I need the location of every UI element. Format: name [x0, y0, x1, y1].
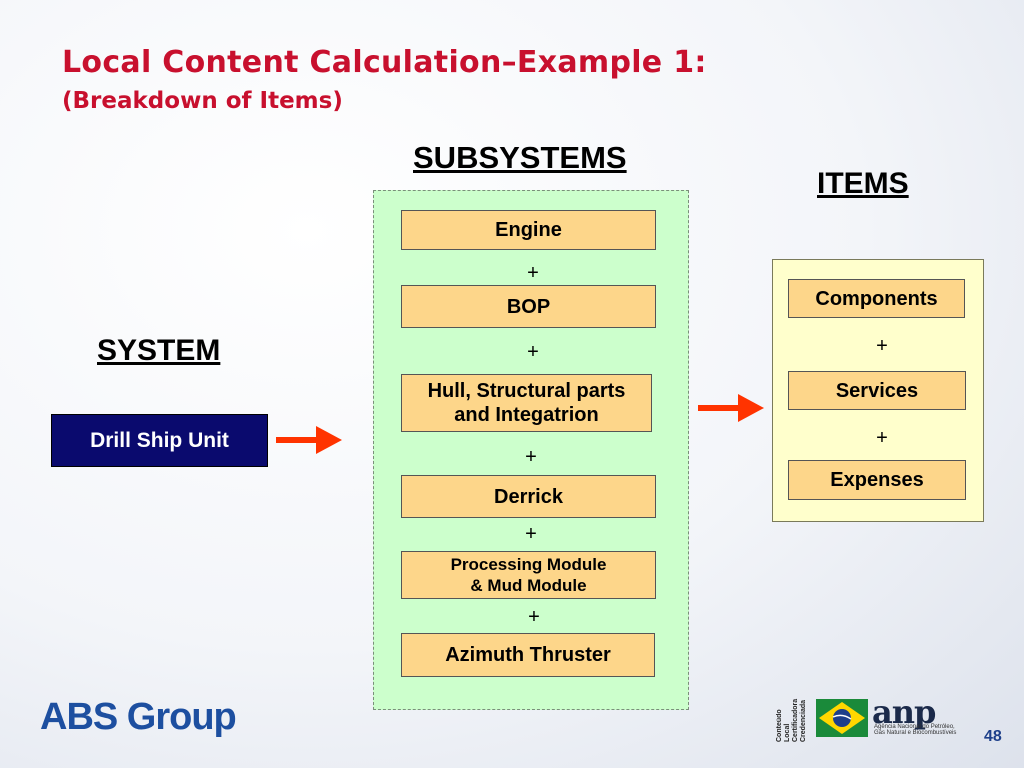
plus-sign: + — [527, 262, 539, 284]
plus-sign: + — [528, 606, 540, 628]
system-heading: SYSTEM — [97, 334, 221, 367]
subsystems-panel — [373, 190, 689, 710]
page-number: 48 — [984, 728, 1002, 745]
plus-sign: + — [876, 427, 888, 449]
item-expenses: Expenses — [788, 460, 966, 500]
system-box-drill-ship-unit: Drill Ship Unit — [51, 414, 268, 467]
arrow-right-icon — [698, 394, 764, 422]
plus-sign: + — [876, 335, 888, 357]
plus-sign: + — [525, 446, 537, 468]
subsystem-derrick: Derrick — [401, 475, 656, 518]
subsystem-processing-module: Processing Module & Mud Module — [401, 551, 656, 599]
plus-sign: + — [527, 341, 539, 363]
subsystem-engine: Engine — [401, 210, 656, 250]
anp-logo-text: Agência Nacional do Petróleo, Gás Natura… — [874, 724, 957, 736]
items-heading: ITEMS — [817, 167, 909, 200]
certification-seal: Conteúdo Local Certificadora Credenciada — [776, 698, 812, 742]
slide-title: Local Content Calculation–Example 1: — [62, 45, 707, 80]
item-components: Components — [788, 279, 965, 318]
anp-logo: anp — [872, 693, 936, 731]
subsystem-hull-structural: Hull, Structural parts and Integatrion — [401, 374, 652, 432]
subsystem-azimuth-thruster: Azimuth Thruster — [401, 633, 655, 677]
slide-subtitle: (Breakdown of Items) — [62, 88, 343, 114]
certification-seal-text: Conteúdo Local Certificadora Credenciada — [776, 698, 807, 742]
subsystems-heading: SUBSYSTEMS — [413, 140, 627, 175]
subsystem-bop: BOP — [401, 285, 656, 328]
item-services: Services — [788, 371, 966, 410]
arrow-right-icon — [276, 426, 342, 454]
brazil-flag-icon — [816, 699, 868, 737]
plus-sign: + — [525, 523, 537, 545]
abs-group-logo: ABS Group — [40, 696, 237, 738]
